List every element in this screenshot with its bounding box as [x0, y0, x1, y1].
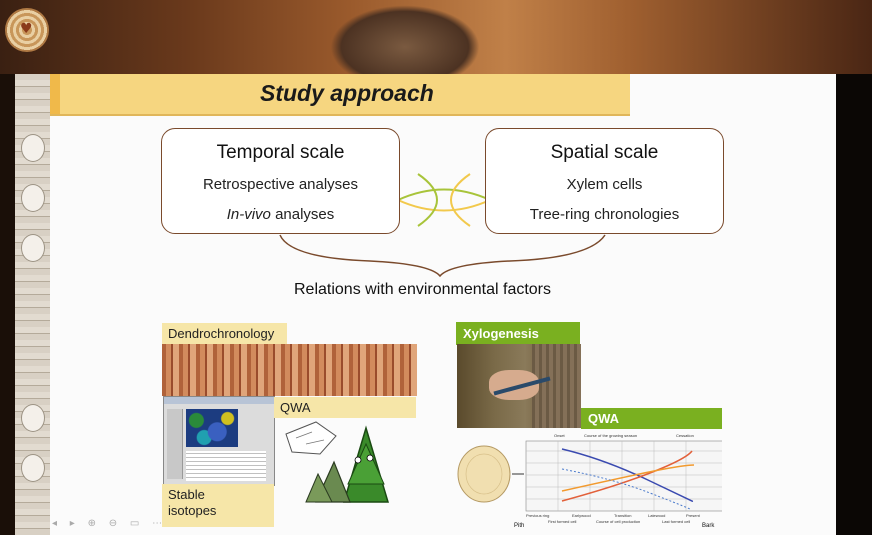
course-growing-label: Course of the growing season — [584, 433, 637, 438]
in-vivo-analyses-text: In-vivo analyses — [226, 206, 335, 223]
cartoon-trees-image — [285, 421, 390, 503]
left-decorative-strip — [15, 74, 50, 535]
spatial-scale-box: Spatial scale Xylem cells Tree-ring chro… — [485, 128, 724, 234]
earlywood-label: Earlywood — [572, 513, 591, 518]
title-bar: Study approach — [50, 74, 630, 116]
temporal-scale-heading: Temporal scale — [216, 142, 345, 163]
right-border — [836, 74, 872, 535]
presentation-toolbar[interactable]: ◂ ▸ ⊕ ⊖ ▭ ⋯ — [52, 518, 168, 529]
cessation-label: Cessation — [676, 433, 694, 438]
logo-icon: ♥ — [5, 8, 49, 52]
present-label: Present — [686, 513, 701, 518]
tree-ring-chronologies-text: Tree-ring chronologies — [529, 206, 680, 223]
software-screenshot — [163, 396, 275, 486]
retrospective-analyses-text: Retrospective analyses — [202, 176, 359, 193]
xylogenesis-label: Xylogenesis — [456, 322, 580, 345]
latewood-label: Latewood — [648, 513, 665, 518]
transition-label: Transition — [614, 513, 631, 518]
slide-canvas: Study approach Temporal scale Retrospect… — [50, 74, 836, 535]
course-cell-production-label: Course of cell production — [596, 519, 640, 524]
previous-ring-label: Previous ring — [526, 513, 549, 518]
header-banner — [0, 0, 872, 75]
bark-label: Bark — [702, 523, 715, 529]
xylem-diagram: Onset Course of the growing season Cessa… — [457, 433, 722, 529]
connector-graphics — [279, 173, 606, 278]
spatial-scale-heading: Spatial scale — [550, 142, 659, 163]
pith-label: Pith — [514, 523, 524, 529]
xylogenesis-photo — [457, 344, 581, 428]
tree-ring-image — [162, 344, 417, 396]
qwa-right-label: QWA — [581, 408, 722, 429]
xylem-cells-text: Xylem cells — [566, 176, 643, 193]
temporal-scale-box: Temporal scale Retrospective analyses In… — [161, 128, 400, 234]
first-formed-label: First formed cell — [548, 519, 577, 524]
slide-title: Study approach — [260, 80, 434, 106]
heart-logo-icon: ♥ — [20, 21, 33, 37]
qwa-left-label: QWA — [274, 397, 416, 418]
dendrochronology-label: Dendrochronology — [162, 323, 287, 344]
last-formed-label: Last formed cell — [662, 519, 690, 524]
onset-label: Onset — [554, 433, 566, 438]
relations-text: Relations with environmental factors — [294, 281, 552, 298]
